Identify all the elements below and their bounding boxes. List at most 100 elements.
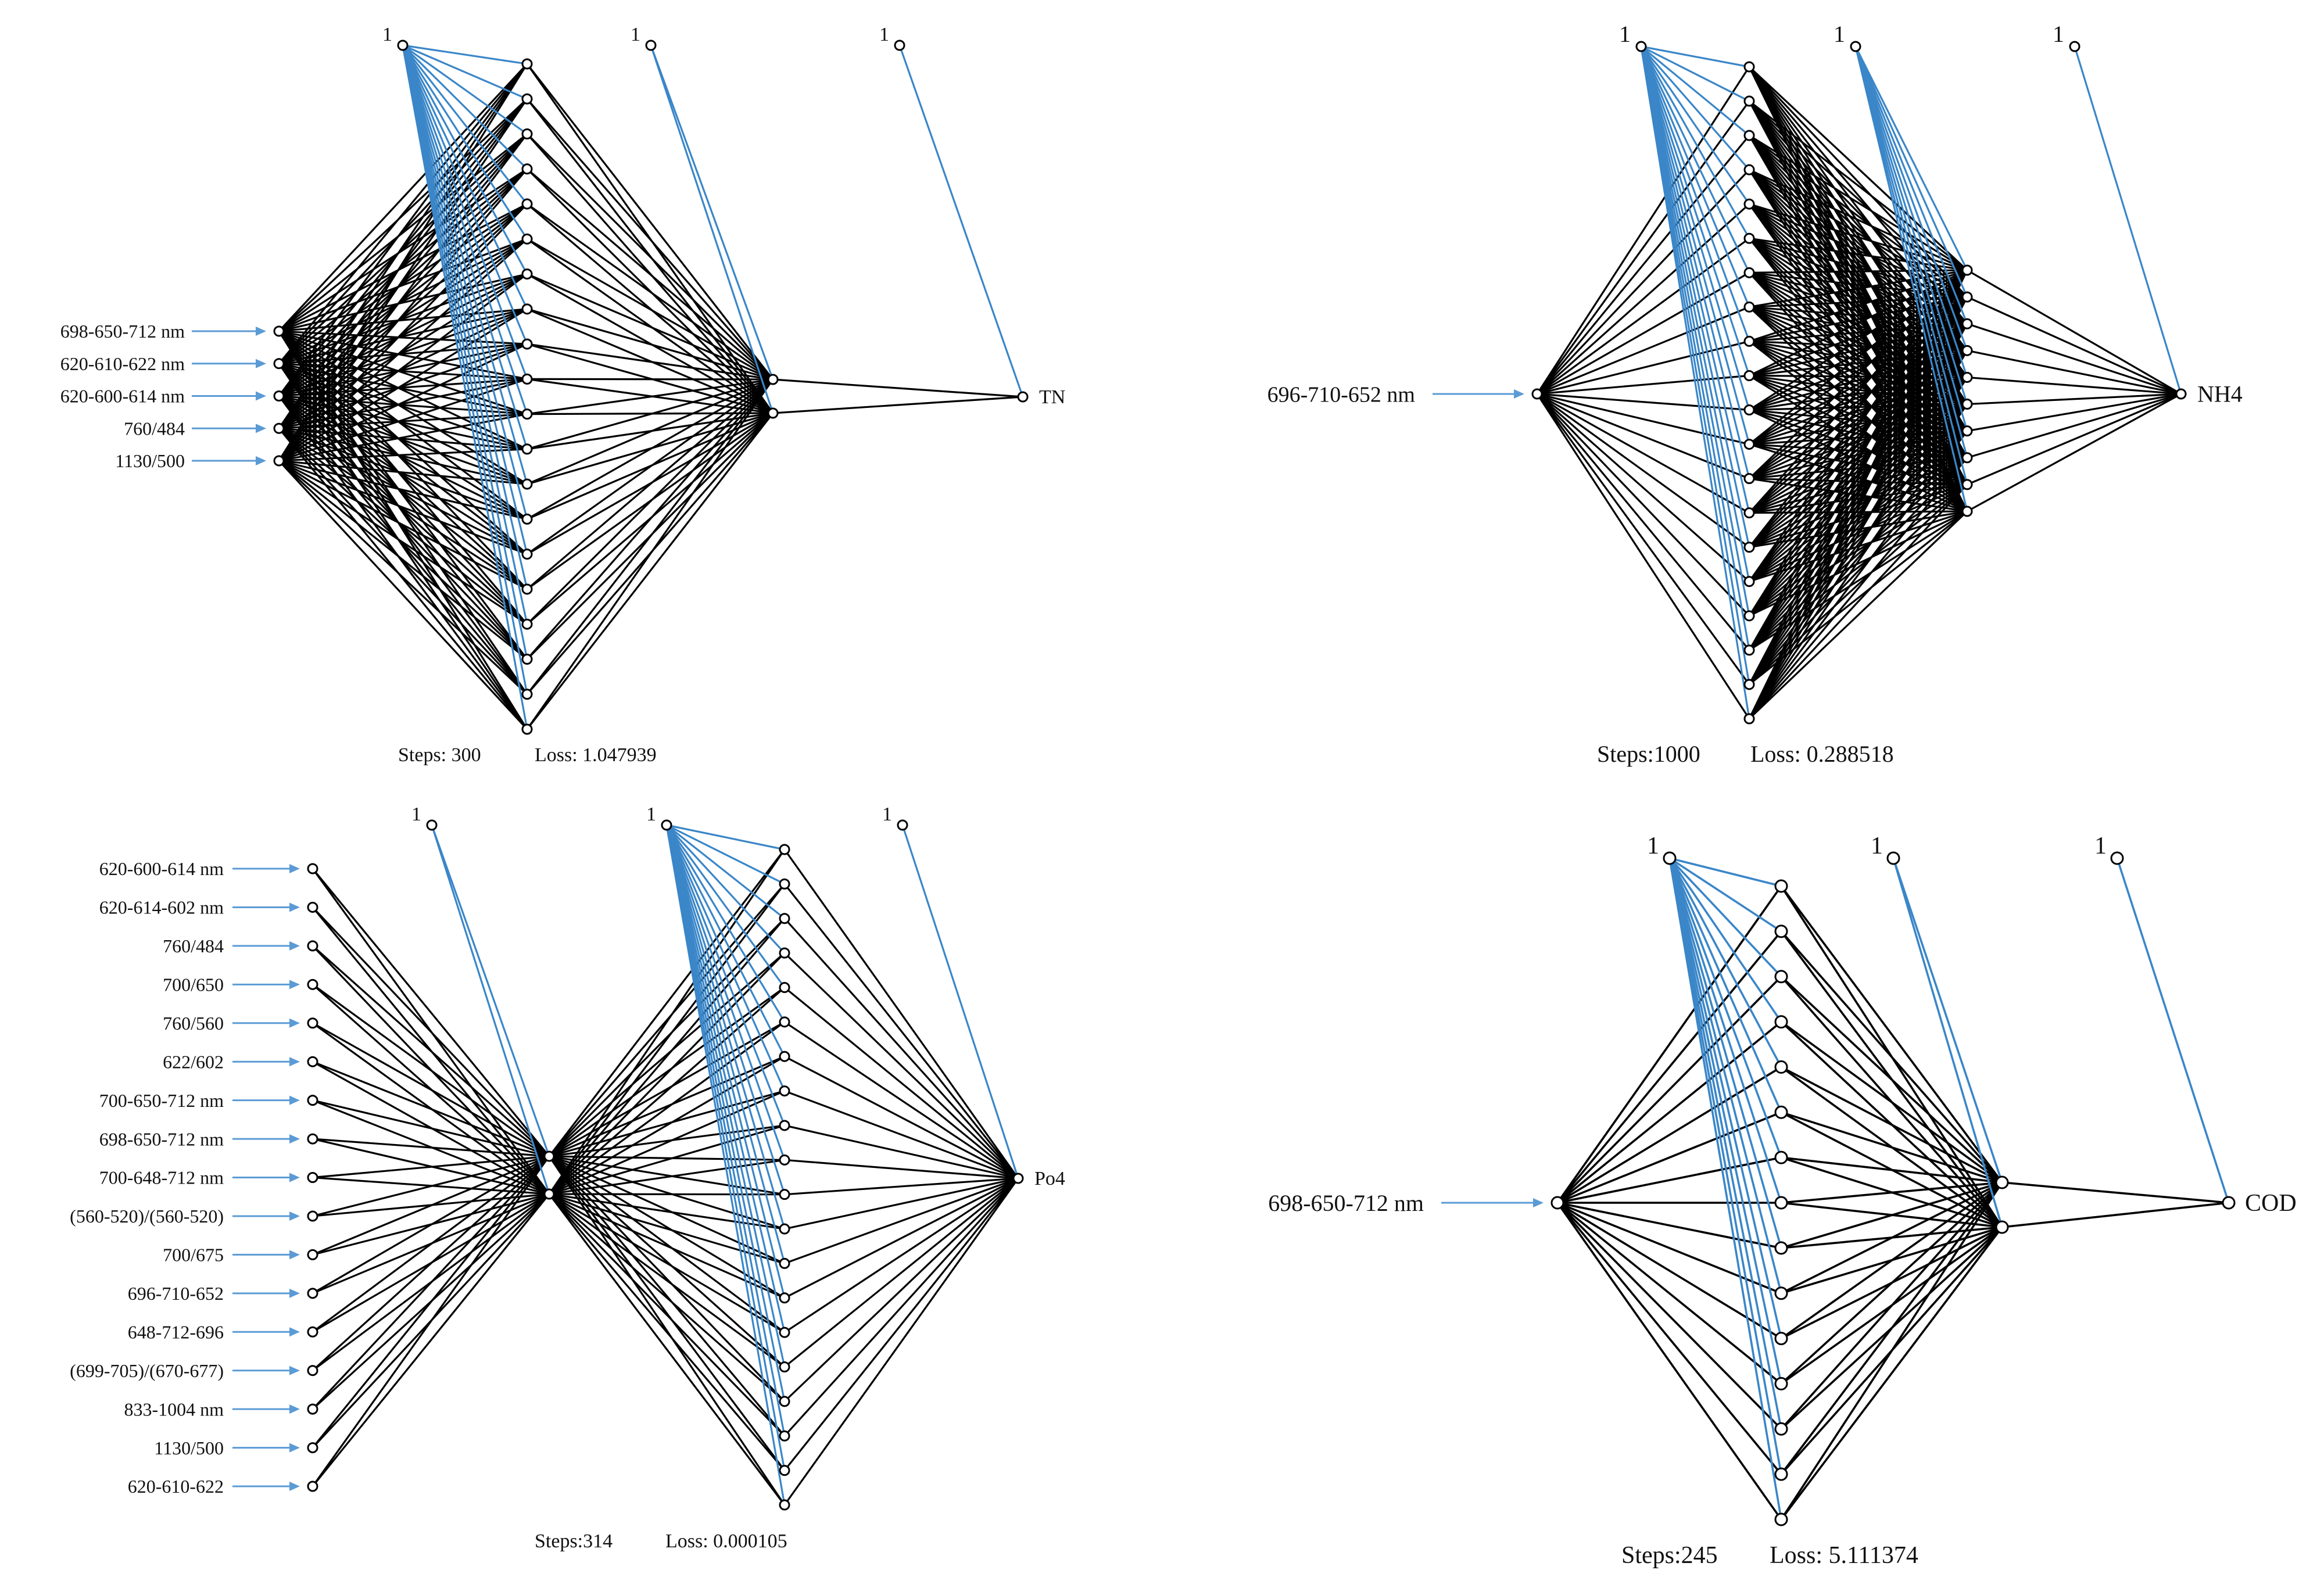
weight-line [278,427,528,625]
input-label: 696-710-652 nm [1267,382,1415,407]
weight-line [784,1177,1019,1196]
arrow-head [289,941,300,951]
input-label: 1130/500 [115,450,185,471]
bias-line [402,45,528,590]
bias-line [1892,858,2003,1228]
neuron-node [521,58,533,70]
weight-line [1749,269,1968,342]
neuron-node [779,1223,790,1235]
weight-line [1536,393,1750,616]
weight-line [1556,1202,1782,1475]
weight-line [548,1156,786,1471]
weight-line [1536,393,1750,685]
arrow-head [289,1327,300,1337]
bias-node [426,819,438,831]
bias-line [1669,857,1782,933]
weight-line [1748,350,1968,719]
bias-line [1640,45,1750,171]
weight-line [549,1155,785,1230]
arrow-head [289,1211,300,1221]
weight-line [784,1177,1019,1264]
neuron-node [521,303,533,315]
neuron-node [1774,1467,1788,1481]
neuron-node [1012,1173,1024,1184]
neuron-node [767,407,779,419]
bias-line [1640,46,1750,445]
weight-line [312,1155,550,1179]
neuron-node [779,1120,790,1131]
weight-line [312,1138,550,1157]
neuron-node [1961,318,1973,329]
weight-line [1781,1111,2003,1184]
bias-line [1668,858,1782,1429]
input-label: 833-1004 nm [124,1399,224,1419]
bias-line [1668,858,1782,1294]
weight-line [1748,323,1968,685]
weight-line [312,1099,550,1157]
weight-line [278,460,528,590]
bias-line [1640,46,1750,548]
bias-line [1668,858,1782,1113]
neuron-node [521,549,533,560]
output-label: NH4 [2197,381,2243,407]
weight-line [1749,100,1968,271]
neuron-node [307,863,318,874]
bias-line [431,825,550,1195]
neuron-node [307,1056,318,1067]
bias-line [1640,46,1750,410]
input-label: 760/484 [124,418,185,439]
weight-line [1748,377,1968,651]
weight-line [278,330,528,520]
weight-line [1748,270,1968,616]
bias-line [1640,46,1750,582]
weight-line [278,460,528,730]
neuron-node [307,1017,318,1029]
weight-line [1780,1181,2003,1430]
bias-line [1668,858,1782,1068]
weight-line [1537,237,1750,395]
input-label: 700-650-712 nm [99,1090,224,1111]
weight-line [784,1177,1019,1230]
weight-line [278,63,528,364]
weight-line [278,133,528,461]
nodes [1531,41,2187,725]
weight-line [1748,269,1968,514]
weight-line [784,1177,1019,1299]
neuron-node [521,373,533,385]
bias-node [894,40,905,51]
arrow-head [1533,1198,1544,1207]
neuron-node [521,618,533,630]
weight-line [1748,403,1968,719]
weight-line [549,1193,785,1196]
weight-line [278,343,528,397]
weight-line [1780,930,2003,1184]
output-label: TN [1039,386,1065,408]
bias-line [665,825,786,988]
bias-line [1854,46,1968,485]
weight-line [527,378,774,450]
weight-line [1748,403,1968,685]
bias-line [1640,46,1750,616]
weight-line [783,1177,1019,1368]
bias-line [1854,46,1968,351]
weight-line [526,379,774,695]
weight-line [311,1155,550,1449]
input-label: 620-600-614 nm [99,858,224,879]
weight-line [784,1090,1019,1180]
input-label: 698-650-712 nm [60,321,185,342]
weight-line [1537,393,1750,480]
weight-line [548,1193,786,1403]
weight-line [1556,1202,1782,1430]
neuron-node [779,1085,790,1097]
neuron-node [307,1133,318,1145]
neuron-node [779,1154,790,1166]
weight-line [278,273,528,429]
weight-line [1748,296,1968,616]
weight-line [548,1156,786,1505]
neuron-node [307,901,318,913]
weight-line [1537,393,1750,446]
weight-line [1537,393,1750,549]
bias-line [665,825,786,1471]
neuron-node [1774,1150,1788,1164]
weight-line [784,1055,1019,1180]
